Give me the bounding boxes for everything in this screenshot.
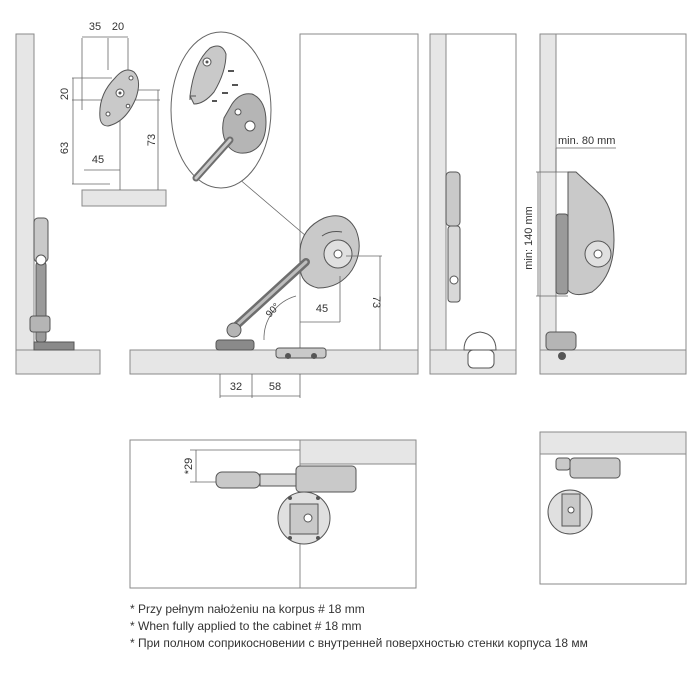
narrow-cabinet-side	[429, 33, 447, 375]
panel-small-top-view	[539, 431, 687, 585]
lift-mechanism-right	[545, 171, 615, 360]
mounting-plate-shape	[99, 69, 140, 127]
dim-plate-height-top: 20	[59, 88, 71, 100]
dim-plate-width-b: 20	[112, 21, 124, 33]
panel-left-side-view	[15, 33, 101, 375]
dim-top-offset: *29	[183, 458, 195, 475]
lift-mechanism-small	[547, 457, 621, 535]
cabinet-bottom-board	[15, 349, 101, 375]
lift-mechanism-top	[215, 465, 357, 545]
dim-plate-height-mid: 63	[59, 142, 71, 154]
plate-board-section	[81, 189, 167, 207]
dim-min-width: min. 80 mm	[558, 135, 615, 147]
dim-plate-height-total: 73	[146, 134, 158, 146]
panel-narrow-cabinet	[429, 33, 517, 375]
lift-mechanism	[215, 215, 360, 359]
footnote-polish: * Przy pełnym nałożeniu na korpus # 18 m…	[130, 602, 365, 616]
cabinet-base-board	[129, 349, 419, 375]
panel-right-cabinet: min. 80 mm min: 140 mm	[523, 33, 687, 375]
dim-base-right: 58	[269, 381, 281, 393]
top-view-frame	[129, 439, 417, 589]
hinge-mechanism-side	[29, 217, 75, 351]
panel-top-view: *29	[129, 439, 417, 589]
dim-plate-offset: 45	[92, 154, 104, 166]
top-view-cabinet-side	[299, 439, 417, 465]
right-cabinet-side	[539, 33, 557, 375]
dim-min-height: min: 140 mm	[523, 206, 535, 270]
dim-side-offset: 45	[316, 303, 328, 315]
right-cabinet-frame	[539, 33, 687, 375]
dim-base-left: 32	[230, 381, 242, 393]
cabinet-door-panel	[299, 33, 419, 351]
panel-center-side-view: 90° 45 73 32 58	[129, 31, 419, 398]
footnotes: * Przy pełnym nałożeniu na korpus # 18 m…	[130, 601, 588, 652]
panel-mounting-plate: 35 20 20 63 73 45	[59, 21, 167, 207]
footnote-russian: * При полном соприкосновении с внутренне…	[130, 636, 588, 650]
detail-magnifier	[170, 31, 307, 237]
small-top-view-board	[539, 431, 687, 455]
hinge-mechanism-narrow	[445, 171, 497, 369]
dim-plate-width-a: 35	[89, 21, 101, 33]
footnote-english: * When fully applied to the cabinet # 18…	[130, 619, 362, 633]
dim-side-height: 73	[370, 296, 382, 308]
